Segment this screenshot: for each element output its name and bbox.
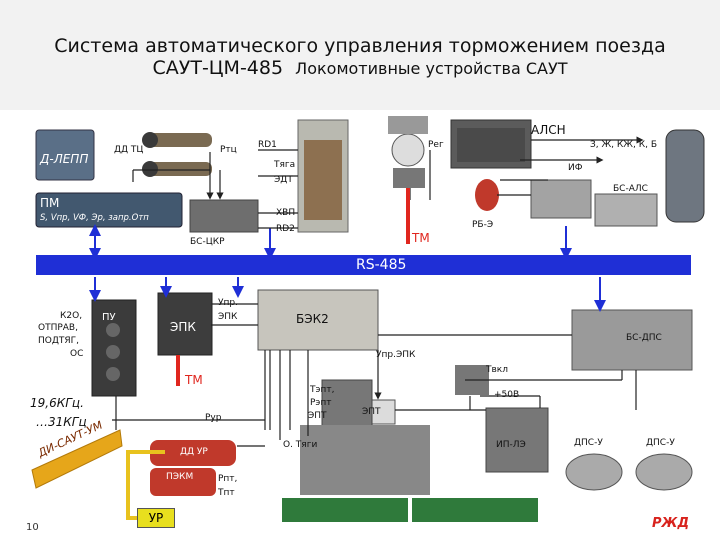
epk-label: ЭПК bbox=[170, 320, 196, 334]
dd-ur-label: ДД УР bbox=[180, 447, 208, 457]
bek2-label: БЭК2 bbox=[296, 312, 329, 326]
bs-dps-right-icon bbox=[665, 129, 705, 223]
podtyag-label: ПОДТЯГ, bbox=[38, 336, 79, 346]
bs-dps-box bbox=[571, 309, 693, 371]
tvkl-label: Твкл bbox=[486, 365, 508, 375]
bek2-box bbox=[257, 289, 379, 351]
pekm-icon bbox=[150, 468, 216, 496]
bs-ckr-label: БС-ЦКР bbox=[190, 237, 225, 247]
pm-box bbox=[35, 192, 183, 228]
rg-valve-icon bbox=[388, 116, 428, 188]
ip-le-label: ИП-ЛЭ bbox=[496, 440, 526, 450]
pu-label: ПУ bbox=[102, 312, 116, 323]
tpt-label: Тпт bbox=[218, 488, 235, 498]
rd1-label: RD1 bbox=[258, 140, 277, 150]
ept-box-label: ЭПТ bbox=[362, 407, 381, 417]
dd-lepp-box bbox=[35, 129, 95, 181]
pu-box bbox=[91, 299, 137, 397]
header-band bbox=[0, 0, 720, 110]
tyaga-label: Тяга bbox=[274, 160, 296, 170]
title-system: САУТ-ЦМ-485 bbox=[152, 57, 284, 79]
rzd-logo: РЖД bbox=[652, 516, 690, 531]
rd2-label: RD2 bbox=[276, 224, 295, 234]
rur-label: Рур bbox=[205, 413, 222, 423]
o-tyagi-label: О. Тяги bbox=[283, 440, 318, 450]
upr-epk-label-1: Упр. bbox=[218, 298, 238, 308]
ur-box: УР bbox=[137, 508, 175, 528]
rs485-bus bbox=[36, 255, 691, 275]
dd-tc-label: ДД ТЦ bbox=[114, 145, 144, 155]
rb-e-icon bbox=[475, 179, 499, 211]
dps-label-1: ДПС-У bbox=[574, 438, 603, 448]
alsn-box bbox=[450, 119, 532, 169]
tept-label: Тэпт, bbox=[310, 385, 335, 395]
bs-als-box bbox=[594, 193, 658, 227]
dd-ur-icon bbox=[150, 440, 236, 466]
ppt-label: Рпт, bbox=[218, 474, 238, 484]
otprav-label: ОТПРАВ, bbox=[38, 323, 78, 333]
rtc-label: Ртц bbox=[220, 145, 237, 155]
dps-sensor-2-icon bbox=[635, 453, 693, 491]
epk-box bbox=[157, 292, 213, 356]
tm-label-top: ТМ bbox=[412, 231, 430, 245]
rg-label: Рег bbox=[428, 140, 444, 150]
hvp-label: ХВП bbox=[276, 208, 296, 218]
dps-label-2: ДПС-У bbox=[646, 438, 675, 448]
title-line-1: Система автоматического управления тормо… bbox=[54, 35, 666, 57]
plus50-label: +50В bbox=[494, 390, 520, 400]
pressure-sensors-icon bbox=[142, 132, 212, 177]
antenna-icon bbox=[31, 429, 123, 489]
rs485-label: RS-485 bbox=[356, 257, 407, 273]
freq-label-1: 19,6КГц. bbox=[30, 396, 84, 410]
k20-label: К2О, bbox=[60, 311, 83, 321]
brake-cylinders-icon bbox=[300, 425, 430, 495]
pm-params-label: S, Vпр, VФ, Эр, запр.Отп bbox=[40, 213, 149, 223]
ept-label: ЭПТ bbox=[308, 411, 327, 421]
pept-label: Рэпт bbox=[310, 398, 332, 408]
upr-epk-bottom-label: Упр.ЭПК bbox=[376, 350, 416, 360]
ip-le-box bbox=[485, 407, 549, 473]
bs-ckr-box bbox=[189, 199, 259, 233]
kontroller-icon bbox=[297, 119, 349, 233]
if-box bbox=[530, 179, 592, 219]
bs-als-label: БС-АЛС bbox=[613, 184, 648, 194]
locomotive-icon bbox=[282, 498, 538, 522]
pm-label: ПМ bbox=[40, 196, 60, 210]
title-subtitle: Локомотивные устройства САУТ bbox=[295, 59, 568, 78]
if-label: ИФ bbox=[568, 163, 583, 173]
alsn-label: АЛСН bbox=[531, 123, 566, 137]
title-line-2: САУТ-ЦМ-485 Локомотивные устройства САУТ bbox=[0, 57, 720, 79]
bs-dps-label: БС-ДПС bbox=[626, 333, 662, 343]
ezh-label: З, Ж, КЖ, К, Б bbox=[590, 140, 657, 150]
page-number: 10 bbox=[26, 522, 39, 533]
os-label: ОС bbox=[70, 349, 84, 359]
dps-sensor-1-icon bbox=[565, 453, 623, 491]
pekm-label: ПЭКМ bbox=[166, 472, 194, 482]
freq-label-2: …31КГц bbox=[36, 415, 87, 429]
edt-label: ЭДТ bbox=[274, 175, 293, 185]
rb-e-label: РБ-Э bbox=[472, 220, 494, 230]
tm-label-bottom: ТМ bbox=[185, 373, 203, 387]
upr-epk-label-2: ЭПК bbox=[218, 312, 238, 322]
dd-lepp-label: Д-ЛЕПП bbox=[40, 152, 89, 166]
